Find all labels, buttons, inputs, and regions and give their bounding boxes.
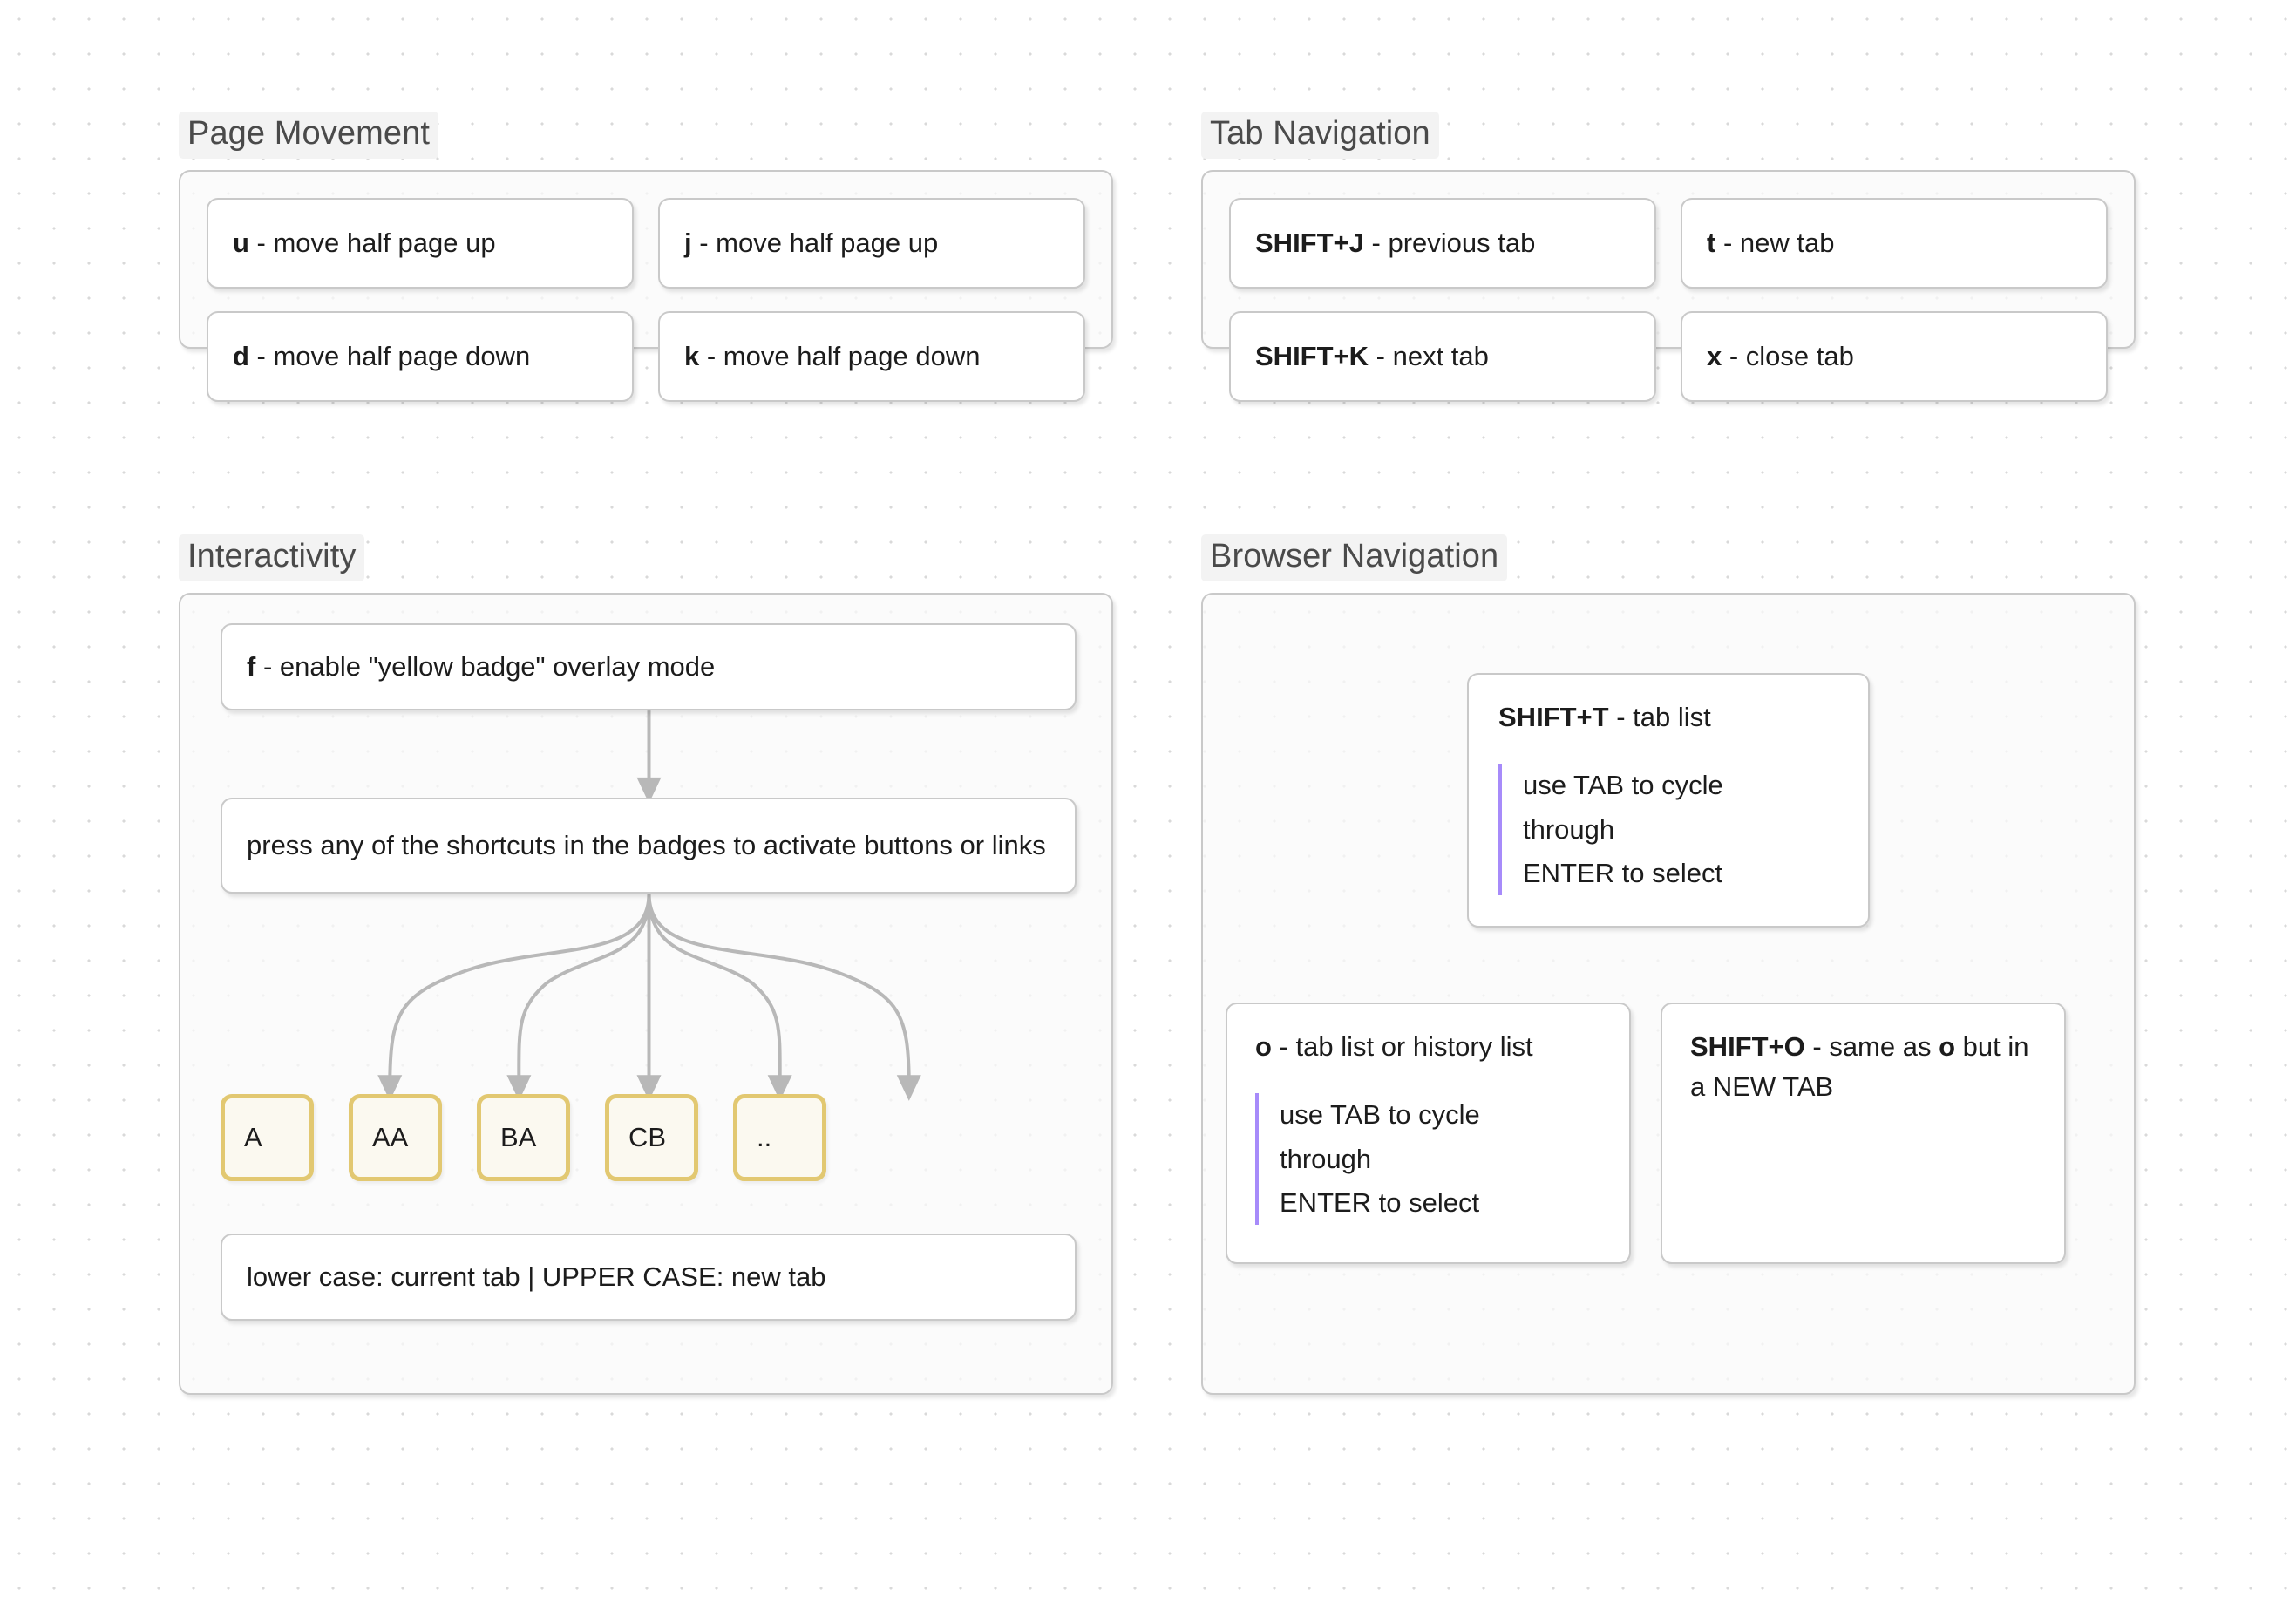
shortcut-card-x[interactable]: x - close tab [1681, 310, 2108, 402]
shortcut-desc: - enable "yellow badge" overlay mode [255, 651, 716, 683]
card-heading: SHIFT+O - same as o but in a NEW TAB [1690, 1027, 2036, 1108]
section-page-movement: Page Movement u - move half page up j - … [179, 112, 1113, 402]
shortcut-desc: - tab list or history list [1271, 1030, 1533, 1062]
shortcut-card-j[interactable]: j - move half page up [658, 197, 1085, 289]
quote-line: ENTER to select [1523, 857, 1723, 888]
shortcut-desc: - new tab [1715, 228, 1835, 259]
tab-navigation-panel: SHIFT+J - previous tab t - new tab SHIFT… [1201, 169, 2136, 402]
tab-navigation-grid: SHIFT+J - previous tab t - new tab SHIFT… [1203, 172, 2134, 428]
badge-a[interactable]: A [221, 1093, 314, 1181]
badge-ellipsis[interactable]: .. [733, 1093, 826, 1181]
quote-block: use TAB to cycle through ENTER to select [1255, 1093, 1601, 1225]
shortcut-desc-pre: - same as [1804, 1030, 1939, 1062]
quote-block: use TAB to cycle through ENTER to select [1498, 764, 1838, 895]
shortcut-desc-post: but in a NEW TAB [1690, 1030, 2029, 1103]
browser-navigation-title: Browser Navigation [1201, 534, 1508, 581]
tab-navigation-title: Tab Navigation [1201, 112, 1439, 159]
quote-line: through [1280, 1143, 1372, 1174]
page-movement-grid: u - move half page up j - move half page… [180, 172, 1111, 428]
flow-node-press-text: press any of the shortcuts in the badges… [247, 830, 1046, 861]
interactivity-flowchart: f - enable "yellow badge" overlay mode p… [180, 595, 1111, 1393]
shortcut-key-inline: o [1939, 1030, 1956, 1062]
shortcut-key: o [1255, 1030, 1272, 1062]
shortcut-desc: - move half page down [699, 341, 981, 372]
shortcut-key: SHIFT+O [1690, 1030, 1805, 1062]
card-heading: o - tab list or history list [1255, 1027, 1601, 1068]
quote-line: use TAB to cycle [1280, 1099, 1480, 1131]
shortcut-desc: - next tab [1369, 341, 1489, 372]
browser-navigation-bottom-row: o - tab list or history list use TAB to … [1226, 1002, 2115, 1264]
shortcut-card-shift-t[interactable]: SHIFT+T - tab list use TAB to cycle thro… [1467, 672, 1870, 928]
shortcut-card-t[interactable]: t - new tab [1681, 197, 2108, 289]
flow-node-enable-badge-mode[interactable]: f - enable "yellow badge" overlay mode [221, 622, 1077, 710]
shortcut-card-d[interactable]: d - move half page down [207, 310, 634, 402]
section-browser-navigation: Browser Navigation SHIFT+T - tab list us… [1201, 534, 2136, 1395]
shortcut-card-o[interactable]: o - tab list or history list use TAB to … [1226, 1002, 1631, 1264]
shortcut-key: j [684, 228, 692, 259]
shortcut-key: SHIFT+K [1255, 341, 1369, 372]
badge-ba[interactable]: BA [477, 1093, 570, 1181]
flow-node-case-text: lower case: current tab | UPPER CASE: ne… [247, 1261, 826, 1293]
shortcut-desc: - move half page down [248, 341, 531, 372]
shortcut-key: SHIFT+J [1255, 228, 1364, 259]
card-heading: SHIFT+T - tab list [1498, 697, 1838, 738]
shortcut-card-shift-k[interactable]: SHIFT+K - next tab [1229, 310, 1656, 402]
shortcut-key: SHIFT+T [1498, 701, 1609, 732]
badge-aa[interactable]: AA [349, 1093, 442, 1181]
quote-line: ENTER to select [1280, 1186, 1480, 1218]
shortcut-card-shift-j[interactable]: SHIFT+J - previous tab [1229, 197, 1656, 289]
flow-node-case-legend[interactable]: lower case: current tab | UPPER CASE: ne… [221, 1233, 1077, 1321]
shortcut-key: x [1707, 341, 1722, 372]
badge-cb[interactable]: CB [605, 1093, 698, 1181]
shortcut-desc: - previous tab [1363, 228, 1536, 259]
page-movement-panel: u - move half page up j - move half page… [179, 169, 1113, 402]
shortcut-card-u[interactable]: u - move half page up [207, 197, 634, 289]
shortcut-card-shift-o[interactable]: SHIFT+O - same as o but in a NEW TAB [1661, 1002, 2066, 1264]
shortcut-desc: - move half page up [248, 228, 496, 259]
page-movement-title: Page Movement [179, 112, 439, 159]
shortcut-key: f [247, 651, 256, 683]
shortcut-card-k[interactable]: k - move half page down [658, 310, 1085, 402]
shortcut-key: u [233, 228, 249, 259]
shortcut-desc: - close tab [1722, 341, 1854, 372]
shortcut-desc: - tab list [1608, 701, 1711, 732]
quote-line: through [1523, 813, 1615, 845]
interactivity-title: Interactivity [179, 534, 365, 581]
browser-navigation-panel: SHIFT+T - tab list use TAB to cycle thro… [1201, 592, 2136, 1395]
section-interactivity: Interactivity f - enable "yellow bad [179, 534, 1113, 1395]
shortcut-key: k [684, 341, 700, 372]
quote-line: use TAB to cycle [1523, 770, 1723, 801]
shortcut-key: t [1707, 228, 1716, 259]
flow-node-press-shortcuts[interactable]: press any of the shortcuts in the badges… [221, 797, 1077, 894]
shortcut-key: d [233, 341, 249, 372]
shortcut-desc: - move half page up [691, 228, 939, 259]
section-tab-navigation: Tab Navigation SHIFT+J - previous tab t … [1201, 112, 2136, 402]
badge-row: A AA BA CB .. [221, 1093, 1077, 1181]
interactivity-panel: f - enable "yellow badge" overlay mode p… [179, 592, 1113, 1395]
